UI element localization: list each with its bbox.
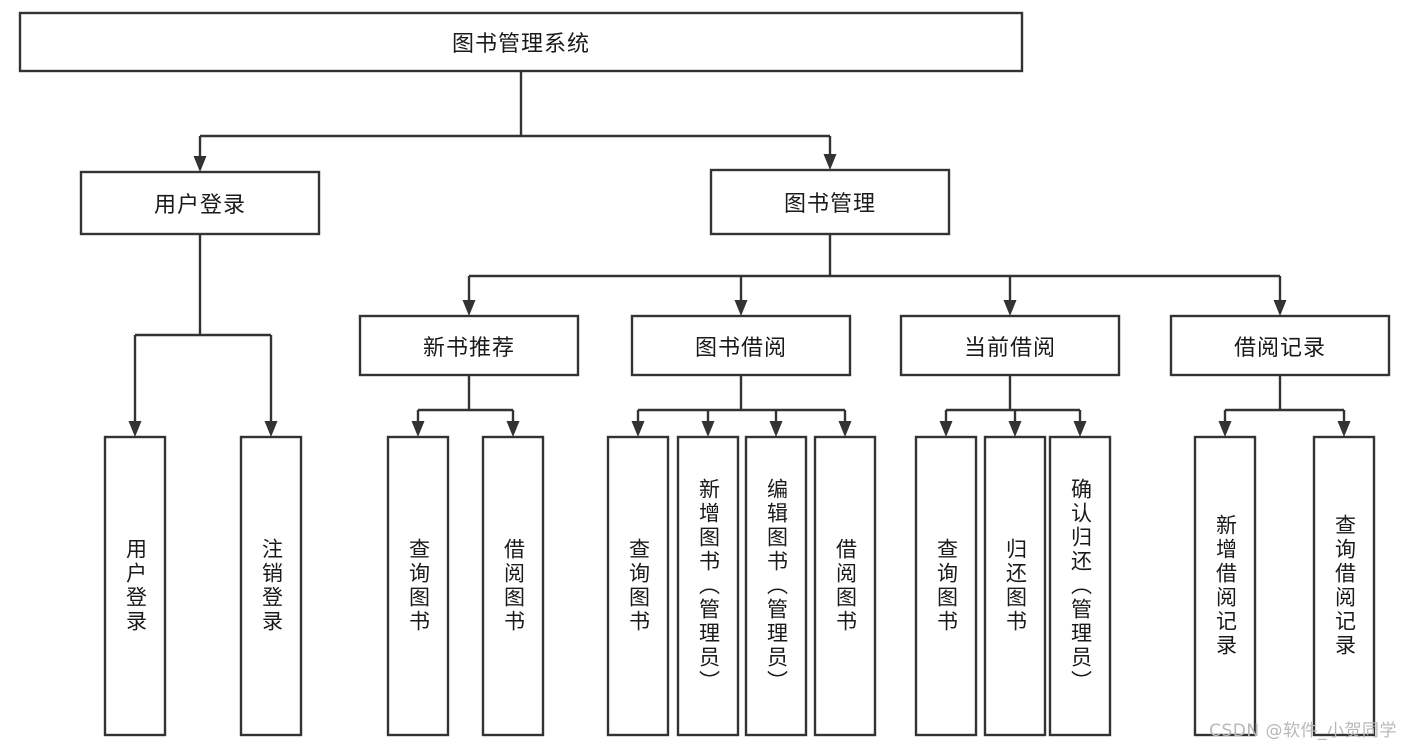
arrow-head-icon	[701, 421, 715, 437]
arrow-head-icon	[264, 421, 278, 437]
arrow-head-icon	[411, 421, 425, 437]
arrow-head-icon	[823, 154, 837, 170]
arrow-head-icon	[939, 421, 953, 437]
node-box-leaf-query-record[interactable]	[1312, 435, 1376, 737]
arrow-head-icon	[1218, 421, 1232, 437]
arrow-head-icon	[734, 300, 748, 316]
node-box-book-borrow[interactable]	[630, 314, 852, 377]
node-boxes-layer	[18, 11, 1391, 737]
arrow-head-icon	[1337, 421, 1351, 437]
arrow-head-icon	[1073, 421, 1087, 437]
node-box-leaf-return-book[interactable]	[983, 435, 1047, 737]
node-box-leaf-query-book-1[interactable]	[386, 435, 450, 737]
arrow-head-icon	[462, 300, 476, 316]
node-box-leaf-add-book[interactable]	[676, 435, 740, 737]
arrow-head-icon	[506, 421, 520, 437]
arrow-head-icon	[1273, 300, 1287, 316]
node-box-borrow-record[interactable]	[1169, 314, 1391, 377]
node-box-leaf-add-record[interactable]	[1193, 435, 1257, 737]
arrow-head-icon	[769, 421, 783, 437]
node-box-leaf-query-book-3[interactable]	[914, 435, 978, 737]
node-box-root[interactable]	[18, 11, 1024, 73]
arrow-head-icon	[838, 421, 852, 437]
connectors-layer	[128, 71, 1351, 437]
node-box-leaf-user-logout[interactable]	[239, 435, 303, 737]
node-box-leaf-borrow-book-1[interactable]	[481, 435, 545, 737]
arrow-head-icon	[631, 421, 645, 437]
node-box-leaf-user-login[interactable]	[103, 435, 167, 737]
node-box-leaf-query-book-2[interactable]	[606, 435, 670, 737]
node-box-current-borrow[interactable]	[899, 314, 1121, 377]
arrow-head-icon	[1008, 421, 1022, 437]
arrow-head-icon	[128, 421, 142, 437]
node-box-leaf-borrow-book-2[interactable]	[813, 435, 877, 737]
arrow-head-icon	[1003, 300, 1017, 316]
node-box-leaf-confirm-return[interactable]	[1048, 435, 1112, 737]
arrow-head-icon	[193, 156, 207, 172]
node-box-leaf-edit-book[interactable]	[744, 435, 808, 737]
node-box-book-manage[interactable]	[709, 168, 951, 236]
node-box-new-book-recommend[interactable]	[358, 314, 580, 377]
node-box-user-login[interactable]	[79, 170, 321, 236]
